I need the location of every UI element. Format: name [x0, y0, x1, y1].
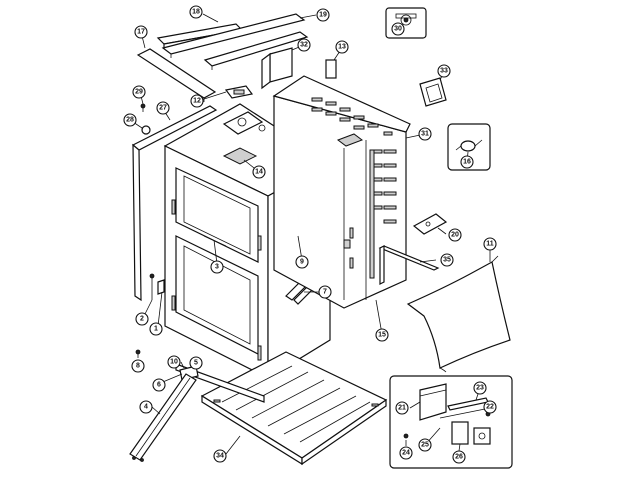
svg-text:16: 16: [463, 159, 471, 166]
callout-19: 19: [316, 8, 330, 22]
callout-3: 3: [210, 260, 224, 274]
kick-panel-4: [129, 373, 197, 462]
callout-8: 8: [131, 359, 145, 373]
callout-16: 16: [460, 155, 474, 169]
callout-25: 25: [418, 438, 432, 452]
callout-28: 28: [123, 113, 137, 127]
bracket-20: [412, 213, 448, 235]
screw-8: [135, 349, 141, 358]
callout-4: 4: [139, 400, 153, 414]
callout-24: 24: [399, 446, 413, 460]
valve-30: [385, 7, 427, 39]
svg-text:22: 22: [486, 404, 494, 411]
svg-text:12: 12: [193, 98, 201, 105]
callout-15: 15: [375, 328, 389, 342]
callout-27: 27: [156, 101, 170, 115]
callout-30: 30: [391, 22, 405, 36]
callout-9: 9: [295, 255, 309, 269]
svg-text:2: 2: [140, 316, 144, 323]
svg-text:7: 7: [323, 289, 327, 296]
svg-text:3: 3: [215, 264, 219, 271]
grommet-28: [141, 125, 151, 135]
svg-text:24: 24: [402, 450, 410, 457]
callout-14: 14: [252, 165, 266, 179]
callout-33: 33: [437, 64, 451, 78]
plate-26: [451, 421, 491, 445]
svg-text:13: 13: [338, 44, 346, 51]
svg-text:6: 6: [157, 382, 161, 389]
callout-20: 20: [448, 228, 462, 242]
callout-21: 21: [395, 401, 409, 415]
callout-26: 26: [452, 450, 466, 464]
svg-text:25: 25: [421, 442, 429, 449]
screw-29: [140, 103, 146, 112]
svg-text:30: 30: [394, 26, 402, 33]
callout-12: 12: [190, 94, 204, 108]
side-panel-27: [131, 105, 218, 302]
bracket-13: [325, 59, 337, 79]
svg-text:1: 1: [154, 326, 158, 333]
svg-text:29: 29: [135, 89, 143, 96]
box-32: [261, 47, 293, 90]
screw-2: [149, 273, 155, 300]
callout-11: 11: [483, 237, 497, 251]
svg-text:11: 11: [486, 241, 494, 248]
callout-10: 10: [167, 355, 181, 369]
svg-text:19: 19: [319, 12, 327, 19]
callout-32: 32: [297, 38, 311, 52]
svg-text:34: 34: [216, 453, 224, 460]
callout-22: 22: [483, 400, 497, 414]
svg-text:17: 17: [137, 29, 145, 36]
callout-18: 18: [189, 5, 203, 19]
callout-6: 6: [152, 378, 166, 392]
bottom-frame-34: [200, 351, 388, 466]
back-panel-31: [272, 75, 411, 309]
svg-text:35: 35: [443, 257, 451, 264]
top-trim-19: [161, 13, 309, 70]
svg-text:9: 9: [300, 259, 304, 266]
svg-text:33: 33: [440, 68, 448, 75]
strip-35: [378, 245, 440, 285]
bracket-12: [224, 85, 254, 99]
callout-34: 34: [213, 449, 227, 463]
side-trim-17: [136, 48, 217, 102]
callout-2: 2: [135, 312, 149, 326]
callout-7: 7: [318, 285, 332, 299]
svg-text:10: 10: [170, 359, 178, 366]
switch-16: [447, 123, 491, 171]
insulation-blanket-11: [406, 255, 511, 373]
svg-text:21: 21: [398, 405, 406, 412]
svg-text:27: 27: [159, 105, 167, 112]
svg-text:18: 18: [192, 9, 200, 16]
callout-17: 17: [134, 25, 148, 39]
clip-1: [157, 279, 165, 295]
svg-text:20: 20: [451, 232, 459, 239]
callout-31: 31: [418, 127, 432, 141]
svg-text:4: 4: [144, 404, 148, 411]
svg-text:26: 26: [455, 454, 463, 461]
bracket-21: [419, 383, 447, 421]
svg-text:14: 14: [255, 169, 263, 176]
callout-35: 35: [440, 253, 454, 267]
svg-text:28: 28: [126, 117, 134, 124]
gasket-33: [419, 77, 447, 107]
svg-text:15: 15: [378, 332, 386, 339]
callout-5: 5: [189, 356, 203, 370]
callout-1: 1: [149, 322, 163, 336]
callout-13: 13: [335, 40, 349, 54]
svg-text:32: 32: [300, 42, 308, 49]
svg-text:8: 8: [136, 363, 140, 370]
callout-23: 23: [473, 381, 487, 395]
svg-text:5: 5: [194, 360, 198, 367]
screw-24: [403, 433, 409, 439]
svg-text:31: 31: [421, 131, 429, 138]
callout-29: 29: [132, 85, 146, 99]
svg-text:23: 23: [476, 385, 484, 392]
